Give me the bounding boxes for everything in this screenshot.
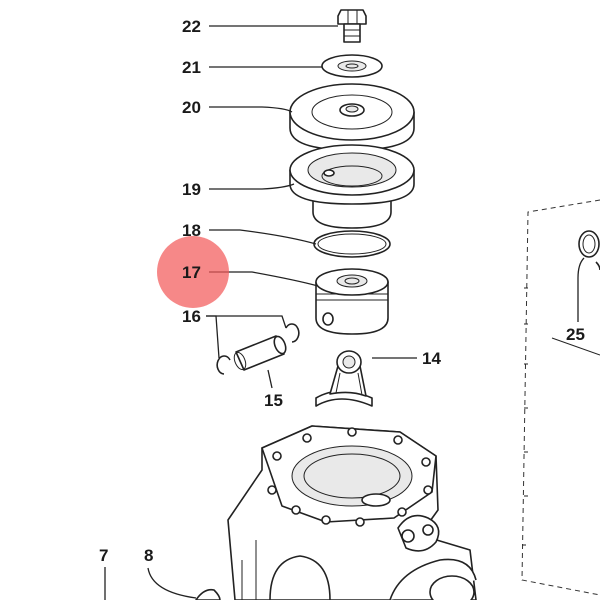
part-18-o-ring[interactable] bbox=[313, 230, 391, 258]
label-part-14: 14 bbox=[422, 349, 441, 368]
label-part-17: 17 bbox=[182, 263, 201, 282]
part-21-washer[interactable] bbox=[321, 54, 383, 78]
label-part-15: 15 bbox=[264, 391, 283, 410]
part-17-piston[interactable] bbox=[315, 268, 389, 335]
label-part-25: 25 bbox=[566, 325, 585, 344]
part-20-cover[interactable] bbox=[289, 83, 415, 151]
highlight-marker bbox=[157, 236, 229, 308]
part-19-cylinder-head[interactable] bbox=[289, 144, 415, 229]
crankcase-housing[interactable] bbox=[195, 425, 477, 600]
part-14-connecting-rod[interactable] bbox=[315, 350, 373, 407]
callout-box bbox=[521, 199, 600, 596]
part-15-piston-pin[interactable] bbox=[232, 335, 288, 371]
label-part-22: 22 bbox=[182, 17, 201, 36]
leader-lines bbox=[104, 25, 585, 600]
label-part-16: 16 bbox=[182, 307, 201, 326]
label-part-8: 8 bbox=[144, 546, 153, 565]
part-25-o-ring[interactable] bbox=[578, 230, 600, 271]
label-part-20: 20 bbox=[182, 98, 201, 117]
label-part-21: 21 bbox=[182, 58, 201, 77]
label-part-7: 7 bbox=[99, 546, 108, 565]
part-16-circlips[interactable] bbox=[216, 323, 300, 375]
label-part-19: 19 bbox=[182, 180, 201, 199]
label-part-18: 18 bbox=[182, 221, 201, 240]
part-22-bolt[interactable] bbox=[337, 9, 367, 43]
